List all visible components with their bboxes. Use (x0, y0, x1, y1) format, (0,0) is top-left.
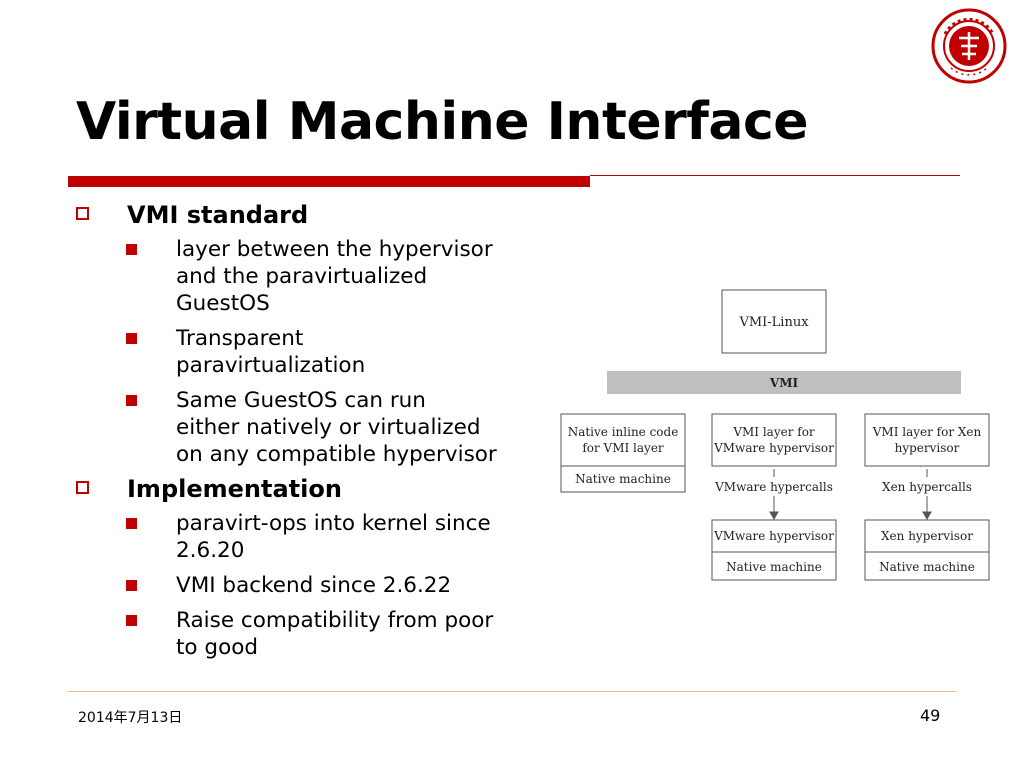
sub-bullet: Transparent paravirtualization (126, 325, 566, 379)
bullet-vmi-standard: VMI standard (76, 200, 566, 230)
xen-layer-line: hypervisor (895, 441, 960, 455)
vmi-bar-label: VMI (769, 376, 799, 390)
bullet-heading: VMI standard (127, 201, 309, 229)
native-box-line: Native inline code (568, 425, 679, 439)
footer-date: 2014年7月13日 (78, 710, 183, 726)
title-underline-thin (590, 175, 960, 176)
vmware-hypervisor-box (711, 519, 837, 581)
filled-square-bullet-icon (126, 615, 137, 626)
filled-square-bullet-icon (126, 244, 137, 255)
sub-bullet-line: to good (176, 635, 259, 660)
sub-bullet: layer between the hypervisor and the par… (126, 236, 566, 317)
vmware-layer-box (711, 413, 837, 467)
footer-divider (68, 691, 956, 692)
bullet-heading: Implementation (127, 475, 342, 503)
filled-square-bullet-icon (126, 580, 137, 591)
vmi-linux-box (721, 289, 827, 354)
sub-bullet-line: either natively or virtualized (176, 415, 481, 440)
bullet-implementation: Implementation (76, 474, 566, 504)
title-underline-thick (68, 176, 590, 187)
sub-bullet-line: on any compatible hypervisor (176, 442, 497, 467)
arrow-down-icon (769, 511, 779, 521)
vmi-bar (607, 371, 961, 394)
vmi-linux-label: VMI-Linux (738, 315, 809, 330)
bullet-list: VMI standard layer between the hyperviso… (76, 200, 566, 661)
native-machine-label: Native machine (726, 560, 822, 574)
sub-bullet-line: VMI backend since 2.6.22 (176, 573, 452, 598)
native-box (560, 413, 686, 493)
xen-hypercalls-label: Xen hypercalls (882, 480, 972, 494)
sub-bullet-line: 2.6.20 (176, 538, 245, 563)
vmware-layer-line: VMware hypervisor (713, 441, 834, 455)
xen-layer-box (864, 413, 990, 467)
arrow-down-icon (922, 511, 932, 521)
vmware-hypercalls-label: VMware hypercalls (714, 480, 833, 494)
sub-bullet: VMI backend since 2.6.22 (126, 572, 566, 599)
native-box-line: for VMI layer (582, 441, 664, 455)
filled-square-bullet-icon (126, 518, 137, 529)
vmware-layer-line: VMI layer for (732, 425, 815, 439)
filled-square-bullet-icon (126, 395, 137, 406)
slide-title: Virtual Machine Interface (76, 92, 809, 152)
vmware-hypervisor-label: VMware hypervisor (713, 529, 834, 543)
xen-layer-line: VMI layer for Xen (872, 425, 982, 439)
sub-bullet: Same GuestOS can run either natively or … (126, 387, 566, 468)
sub-bullet-line: layer between the hypervisor (176, 237, 493, 262)
sub-bullet-line: paravirtualization (176, 353, 366, 378)
sub-bullet-line: GuestOS (176, 291, 270, 316)
hollow-square-bullet-icon (76, 481, 89, 494)
sub-bullet-line: and the paravirtualized (176, 264, 428, 289)
sub-bullet-line: Raise compatibility from poor (176, 608, 494, 633)
sub-bullet-line: paravirt-ops into kernel since (176, 511, 491, 536)
xen-hypervisor-label: Xen hypervisor (881, 529, 973, 543)
native-machine-label: Native machine (575, 472, 671, 486)
vmi-architecture-diagram: VMI-Linux VMI Native inline code for VMI… (560, 289, 990, 581)
sub-bullet-line: Same GuestOS can run (176, 388, 426, 413)
sub-bullet: Raise compatibility from poor to good (126, 607, 566, 661)
sub-bullet: paravirt-ops into kernel since 2.6.20 (126, 510, 566, 564)
filled-square-bullet-icon (126, 333, 137, 344)
xen-hypervisor-box (864, 519, 990, 581)
page-number: 49 (920, 706, 941, 725)
native-machine-label: Native machine (879, 560, 975, 574)
hollow-square-bullet-icon (76, 207, 89, 220)
sub-bullet-line: Transparent (176, 326, 304, 351)
university-seal-logo (931, 8, 1007, 84)
